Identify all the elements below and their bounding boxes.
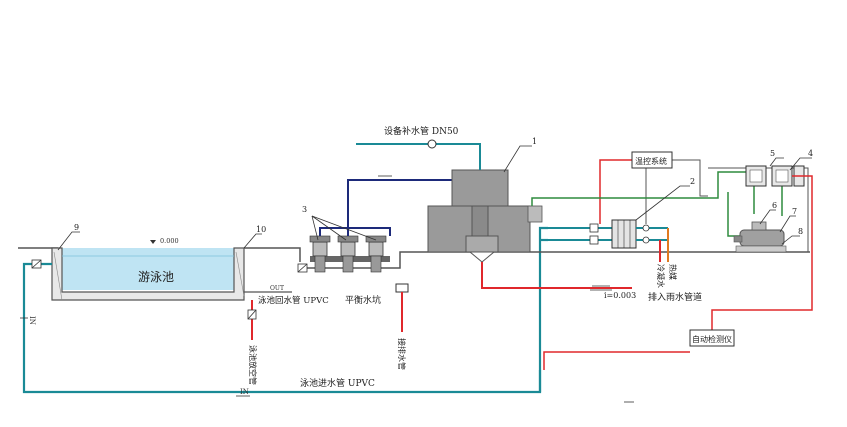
pool-level-label: 0.000 [160, 237, 179, 245]
swimming-pool: 游泳池 0.000 [18, 237, 301, 301]
callout-7: 7 [792, 207, 797, 216]
callout-1: 1 [532, 137, 537, 146]
callout-2: 2 [690, 177, 695, 186]
temperature-control-system: 温控系统 [599, 151, 701, 224]
callout-10: 10 [256, 225, 266, 234]
pump-3 [365, 235, 387, 273]
drain-pipe-label: 接排水管 [397, 338, 407, 370]
cold-water-label: 冷凝水 [656, 264, 666, 288]
makeup-pipe: 设备补水管 DN50 [356, 125, 481, 170]
safety-pipe: 泳池放空管 [247, 300, 258, 385]
heat-exchanger: 冷凝水 热媒 [542, 219, 678, 288]
pool-label: 游泳池 [138, 270, 174, 284]
callout-3: 3 [302, 205, 307, 214]
inlet-pipe-label: 泳池进水管 UPVC [300, 377, 375, 389]
balance-tank-label: 平衡水坑 [345, 294, 381, 306]
callout-5: 5 [770, 149, 775, 158]
callout-4: 4 [808, 149, 813, 158]
out-label: OUT [270, 285, 284, 292]
in-marker-left: IN [20, 316, 36, 325]
callout-leaders [57, 145, 812, 251]
balance-tank: 平衡水坑 接排水管 [345, 283, 409, 370]
callout-9: 9 [74, 223, 79, 232]
circulation-pumps [309, 235, 390, 273]
pump-2 [337, 235, 359, 273]
return-pipe-label: 泳池回水管 UPVC [258, 295, 329, 306]
ozone-generator [733, 221, 787, 253]
pump-1 [309, 235, 331, 273]
in-label-left: IN [28, 316, 36, 325]
auto-monitor-label: 自动检测仪 [692, 334, 732, 344]
safety-pipe-label: 泳池放空管 [248, 345, 258, 385]
auto-monitor: 自动检测仪 [543, 175, 813, 370]
chemical-feed [531, 167, 809, 252]
filter-tanks [427, 169, 543, 263]
callout-6: 6 [772, 201, 777, 210]
hot-water-label: 热媒 [668, 264, 678, 280]
callout-8: 8 [798, 227, 803, 236]
rain-pipe-label: 排入雨水管道 [648, 291, 702, 303]
rain-drain: i=0.003 排入雨水管道 [481, 262, 702, 303]
pump-discharge-lines [319, 179, 452, 236]
slope-label: i=0.003 [604, 291, 636, 300]
temp-system-label: 温控系统 [635, 156, 667, 166]
in-marker-bottom: IN [236, 388, 250, 397]
in-label-bottom: IN [240, 388, 249, 396]
makeup-pipe-label: 设备补水管 DN50 [384, 125, 459, 137]
